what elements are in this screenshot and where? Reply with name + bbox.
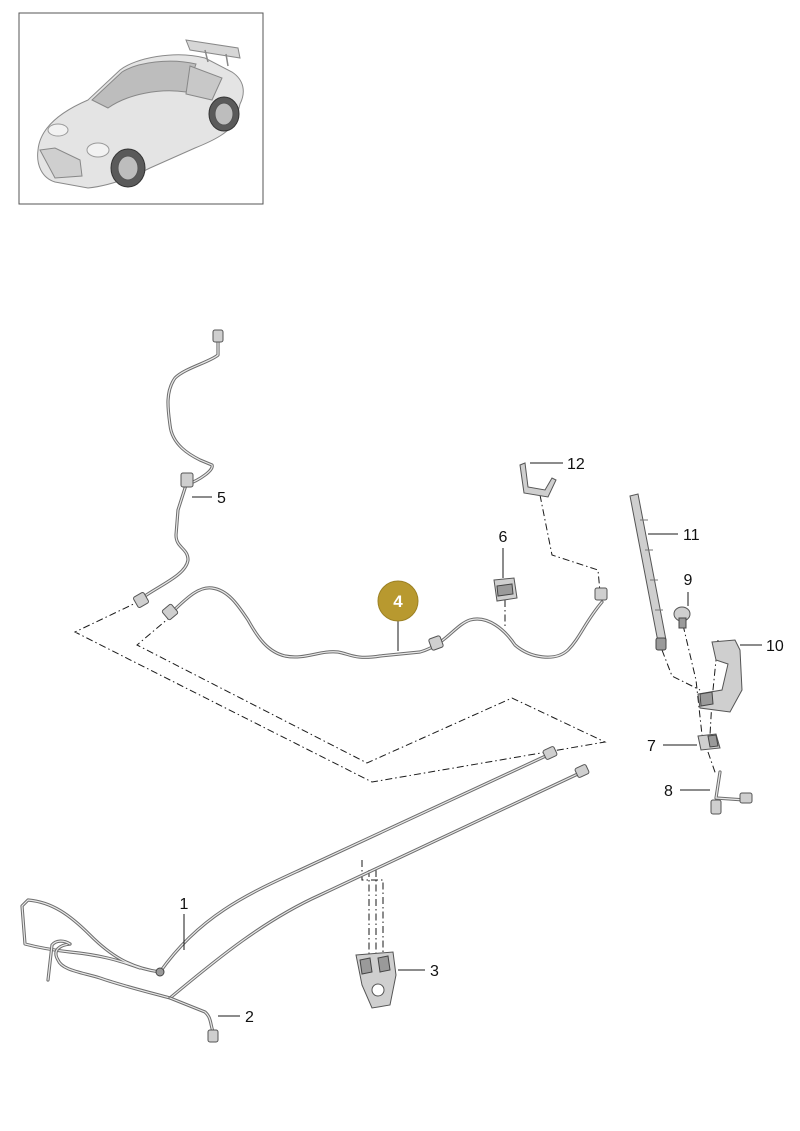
callout-2[interactable]: 2 [245, 1009, 254, 1026]
callout-11[interactable]: 11 [683, 527, 700, 544]
thumbnail[interactable] [18, 12, 264, 205]
part-2-brake-line[interactable] [168, 996, 219, 1043]
part-1-brake-line[interactable] [20, 746, 590, 1000]
callout-12[interactable]: 12 [567, 456, 585, 473]
part-7-clip[interactable] [697, 733, 721, 751]
part-3-bracket[interactable] [355, 951, 397, 1009]
callout-6[interactable]: 6 [499, 529, 508, 546]
callout-3[interactable]: 3 [430, 963, 439, 980]
callout-1[interactable]: 1 [180, 896, 189, 913]
assembly-lines [73, 494, 719, 958]
part-11-strut[interactable] [629, 493, 667, 651]
callout-labels: 5 4 6 12 11 9 10 7 8 1 2 3 [180, 456, 784, 1026]
callout-4-badge[interactable]: 4 [377, 580, 419, 622]
callout-4: 4 [393, 592, 403, 611]
car-icon [37, 39, 244, 189]
part-6-clip[interactable] [493, 577, 518, 602]
callout-7[interactable]: 7 [647, 738, 656, 755]
part-12-bracket[interactable] [519, 462, 557, 498]
callout-5[interactable]: 5 [217, 490, 226, 507]
part-5-brake-line[interactable] [133, 329, 224, 608]
callout-9[interactable]: 9 [684, 572, 693, 589]
leader-lines [183, 462, 762, 1017]
part-4-brake-line[interactable] [161, 586, 608, 659]
part-8-sensor[interactable] [710, 770, 753, 815]
callout-8[interactable]: 8 [664, 783, 673, 800]
part-9-bolt[interactable] [673, 606, 691, 629]
callout-10[interactable]: 10 [766, 638, 784, 655]
part-10-bracket[interactable] [697, 639, 743, 713]
